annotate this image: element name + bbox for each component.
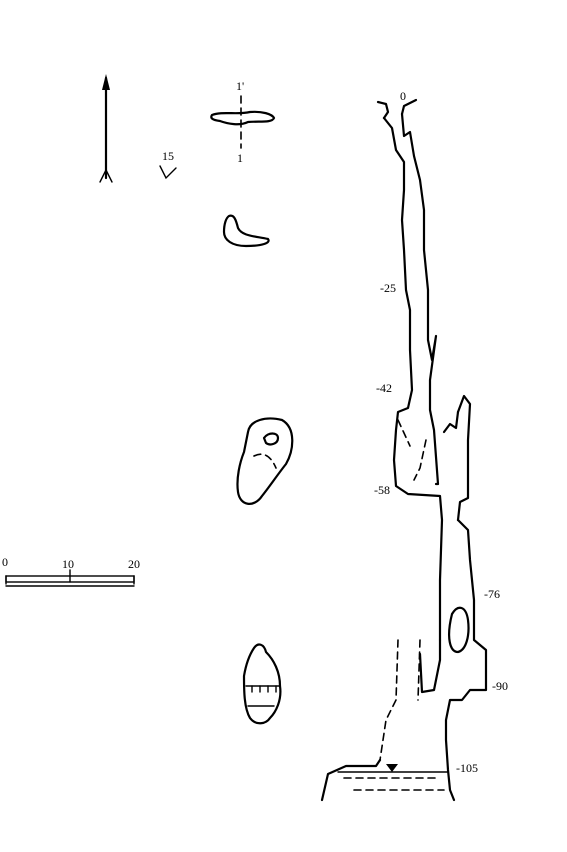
section-label-top: 1' xyxy=(236,79,244,93)
depth-label-0: 0 xyxy=(400,89,406,103)
shaft-section: 0 -25 -42 -58 -76 -90 -105 xyxy=(320,89,508,802)
scale-label-10: 10 xyxy=(62,557,74,571)
slope-label: 15 xyxy=(162,149,174,163)
plan-level-3 xyxy=(236,417,294,505)
depth-label-90: -90 xyxy=(492,679,508,693)
plan-level-2 xyxy=(222,214,270,248)
slope-symbol: 15 xyxy=(159,149,177,180)
scale-label-20: 20 xyxy=(128,557,140,571)
depth-label-25: -25 xyxy=(380,281,396,295)
section-label-bottom: 1 xyxy=(237,151,243,165)
plan-bottom-chamber xyxy=(242,643,282,725)
depth-label-58: -58 xyxy=(374,483,390,497)
north-arrow xyxy=(99,74,113,183)
scale-bar: 0 10 20 xyxy=(2,555,140,587)
depth-label-105: -105 xyxy=(456,761,478,775)
scale-label-0: 0 xyxy=(2,555,8,569)
depth-label-76: -76 xyxy=(484,587,500,601)
plan-entrance-slot: 1' 1 xyxy=(210,79,276,165)
depth-label-42: -42 xyxy=(376,381,392,395)
